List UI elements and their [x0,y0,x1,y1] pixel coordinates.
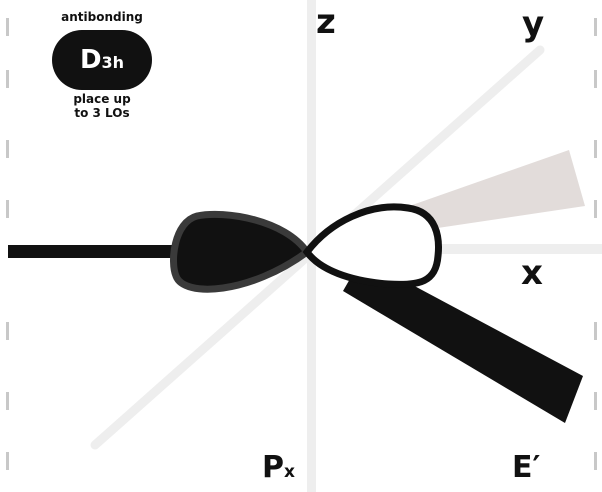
antibonding-caption: antibonding [52,10,152,24]
z-axis-label: z [316,2,336,42]
edge-tick [594,392,597,410]
point-group-badge: D3h [52,30,152,90]
edge-tick [594,322,597,340]
symmetry-label: E′ [512,450,540,485]
placement-caption-line2: to 3 LOs [52,106,152,120]
y-axis-label: y [522,4,544,44]
orbital-label-main: P [262,450,284,485]
edge-tick [594,140,597,158]
edge-tick [6,200,9,218]
edge-tick [594,18,597,36]
edge-tick [594,70,597,88]
left-edge-ticks [6,18,9,470]
edge-tick [594,452,597,470]
orbital-label: Px [262,450,295,485]
edge-tick [594,200,597,218]
placement-caption: place up to 3 LOs [52,92,152,120]
edge-tick [6,70,9,88]
placement-caption-line1: place up [52,92,152,106]
orbital-label-subscript: x [284,462,295,482]
edge-tick [6,392,9,410]
point-group-letter: D [80,45,102,75]
left-bond-line [8,245,180,258]
point-group-subscript: 3h [102,53,125,72]
x-axis-label: x [521,253,543,293]
edge-tick [6,18,9,36]
edge-tick [6,322,9,340]
white-orbital-lobe [307,207,438,285]
edge-tick [6,452,9,470]
edge-tick [6,140,9,158]
